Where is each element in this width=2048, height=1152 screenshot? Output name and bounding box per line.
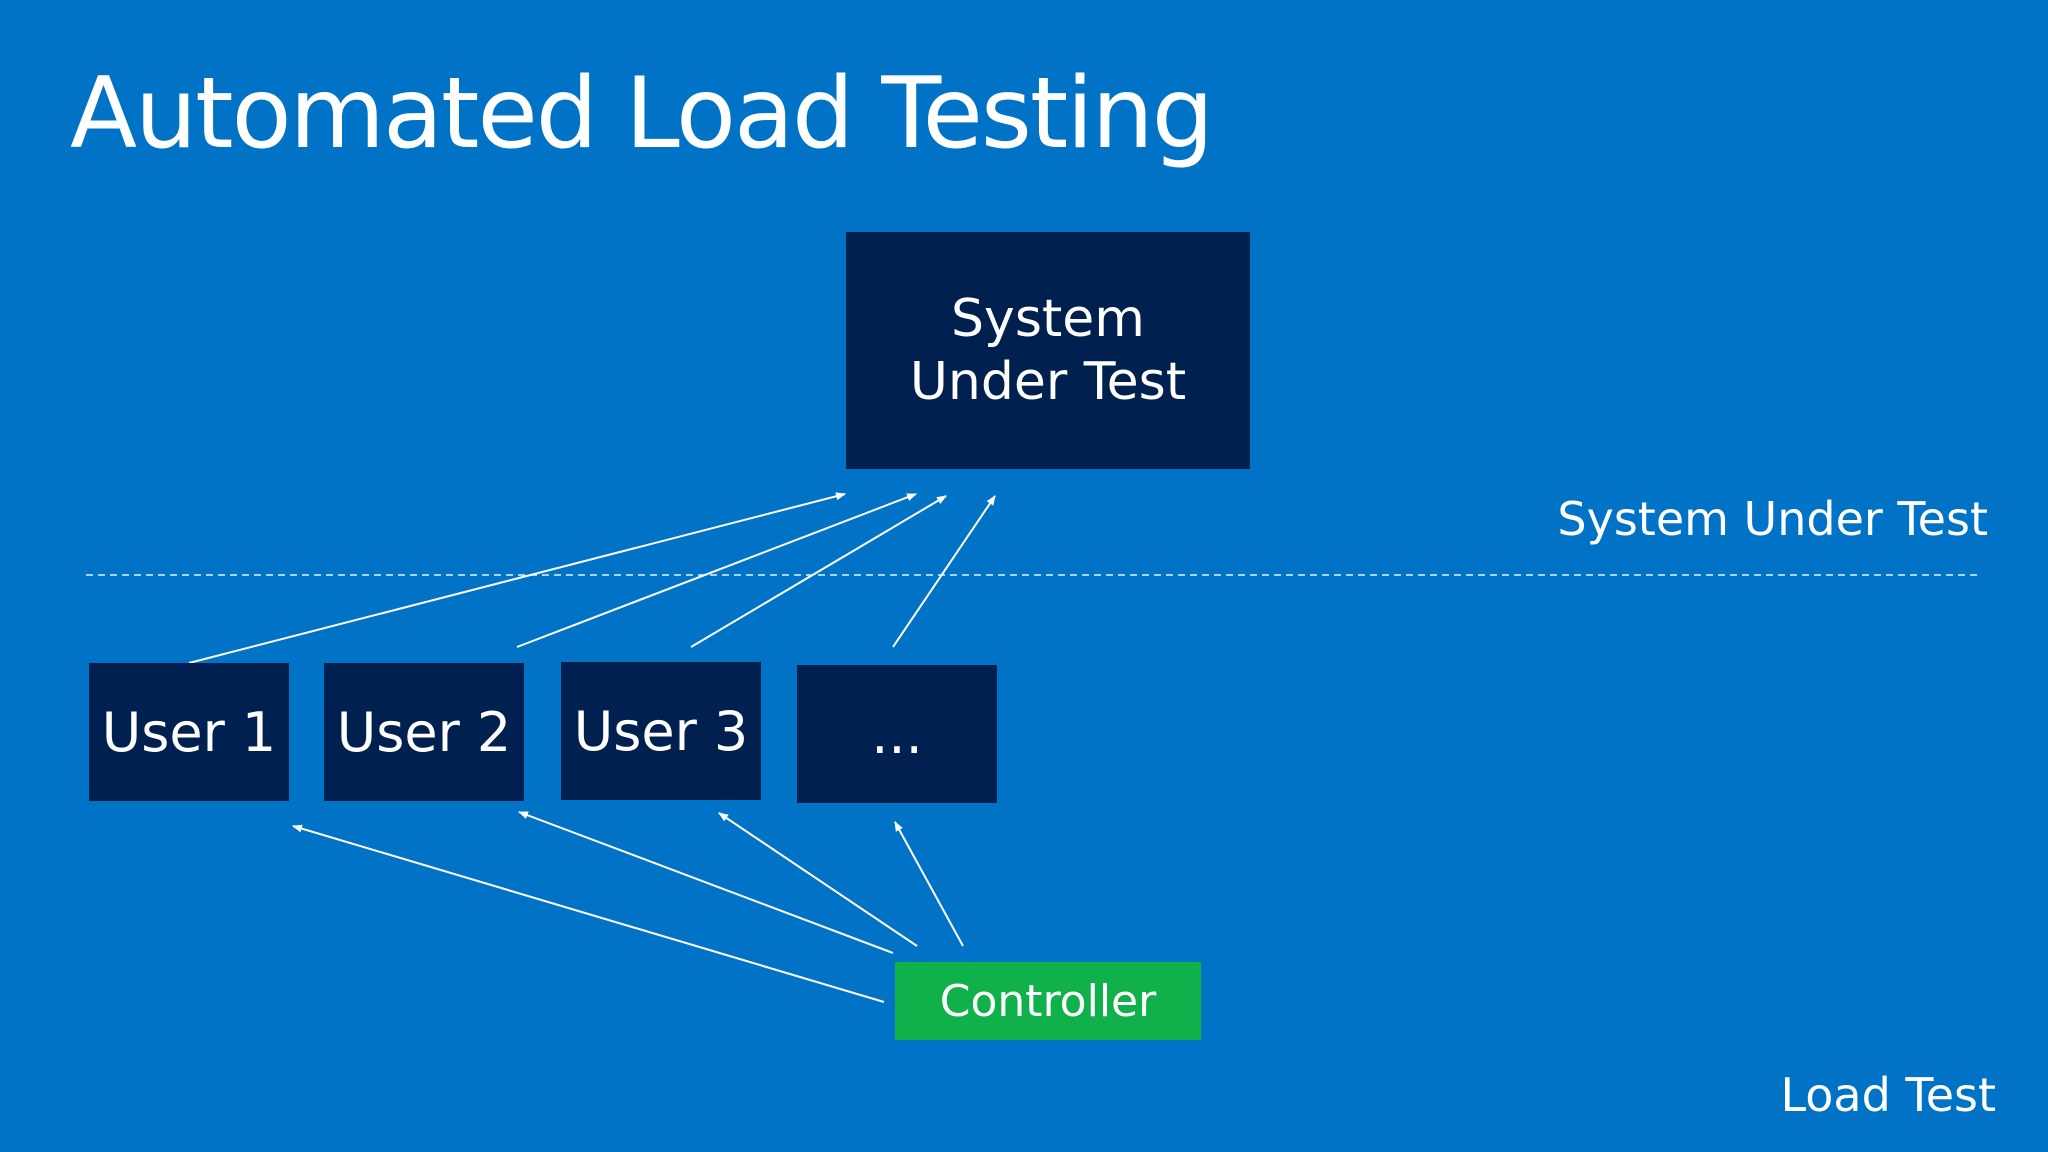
arrow-user1-to-system [188, 492, 846, 664]
zone-label-system-under-test: System Under Test [1557, 492, 1988, 546]
system-under-test-box: System Under Test [846, 232, 1250, 469]
zone-label-load-test: Load Test [1780, 1068, 1996, 1122]
arrow-user2-to-system [516, 493, 917, 648]
user-box-3: User 3 [561, 662, 761, 800]
user-box-more: ... [797, 665, 997, 803]
user-box-2: User 2 [324, 663, 524, 801]
slide-title: Automated Load Testing [70, 57, 1214, 171]
arrow-controller-to-user2 [518, 811, 894, 954]
user-box-1: User 1 [89, 663, 289, 801]
arrow-user3-to-system [690, 495, 947, 648]
controller-box: Controller [895, 962, 1201, 1040]
arrow-controller-to-user3 [718, 812, 918, 947]
arrow-controller-to-user1 [292, 824, 885, 1003]
arrow-controller-to-more-users [894, 821, 964, 947]
arrow-more-users-to-system [892, 495, 996, 648]
